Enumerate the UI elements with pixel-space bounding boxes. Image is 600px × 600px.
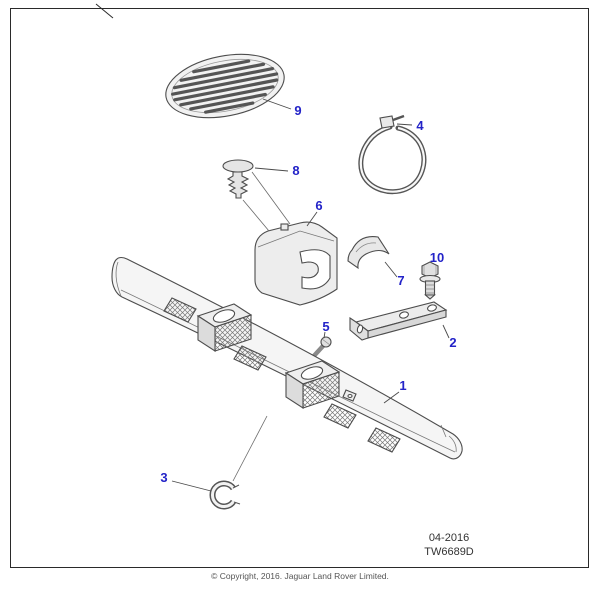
callout-8[interactable]: 8 (292, 163, 299, 178)
callout-9[interactable]: 9 (294, 103, 301, 118)
mounting-pad (196, 303, 253, 353)
callout-10[interactable]: 10 (430, 250, 444, 265)
part-10-bolt (419, 261, 441, 300)
part-9-tread-plate (165, 53, 285, 119)
part-7-retaining-clip (347, 235, 390, 270)
leader-lines (171, 98, 450, 492)
callout-4[interactable]: 4 (416, 118, 424, 133)
footer-part-code: TW6689D (424, 546, 474, 558)
mounting-pad (284, 360, 341, 410)
callout-6[interactable]: 6 (315, 198, 322, 213)
callout-7[interactable]: 7 (397, 273, 404, 288)
part-6-cover-bracket (254, 221, 338, 306)
drawing-border (10, 8, 589, 568)
footer-date-code: 04-2016 (429, 532, 469, 544)
part-1-bumper-step-assembly (111, 256, 463, 460)
part-3-edge-clip (209, 480, 241, 510)
part-4-cable-tie (358, 114, 427, 195)
callout-1[interactable]: 1 (399, 378, 406, 393)
copyright-text: © Copyright, 2016. Jaguar Land Rover Lim… (211, 571, 389, 581)
crop-mark (95, 3, 114, 19)
part-2-mounting-bracket (349, 301, 448, 341)
callout-3[interactable]: 3 (160, 470, 167, 485)
callout-5[interactable]: 5 (322, 319, 329, 334)
part-5-screw (309, 336, 332, 361)
part-8-push-pin (222, 159, 254, 199)
callout-2[interactable]: 2 (449, 335, 456, 350)
